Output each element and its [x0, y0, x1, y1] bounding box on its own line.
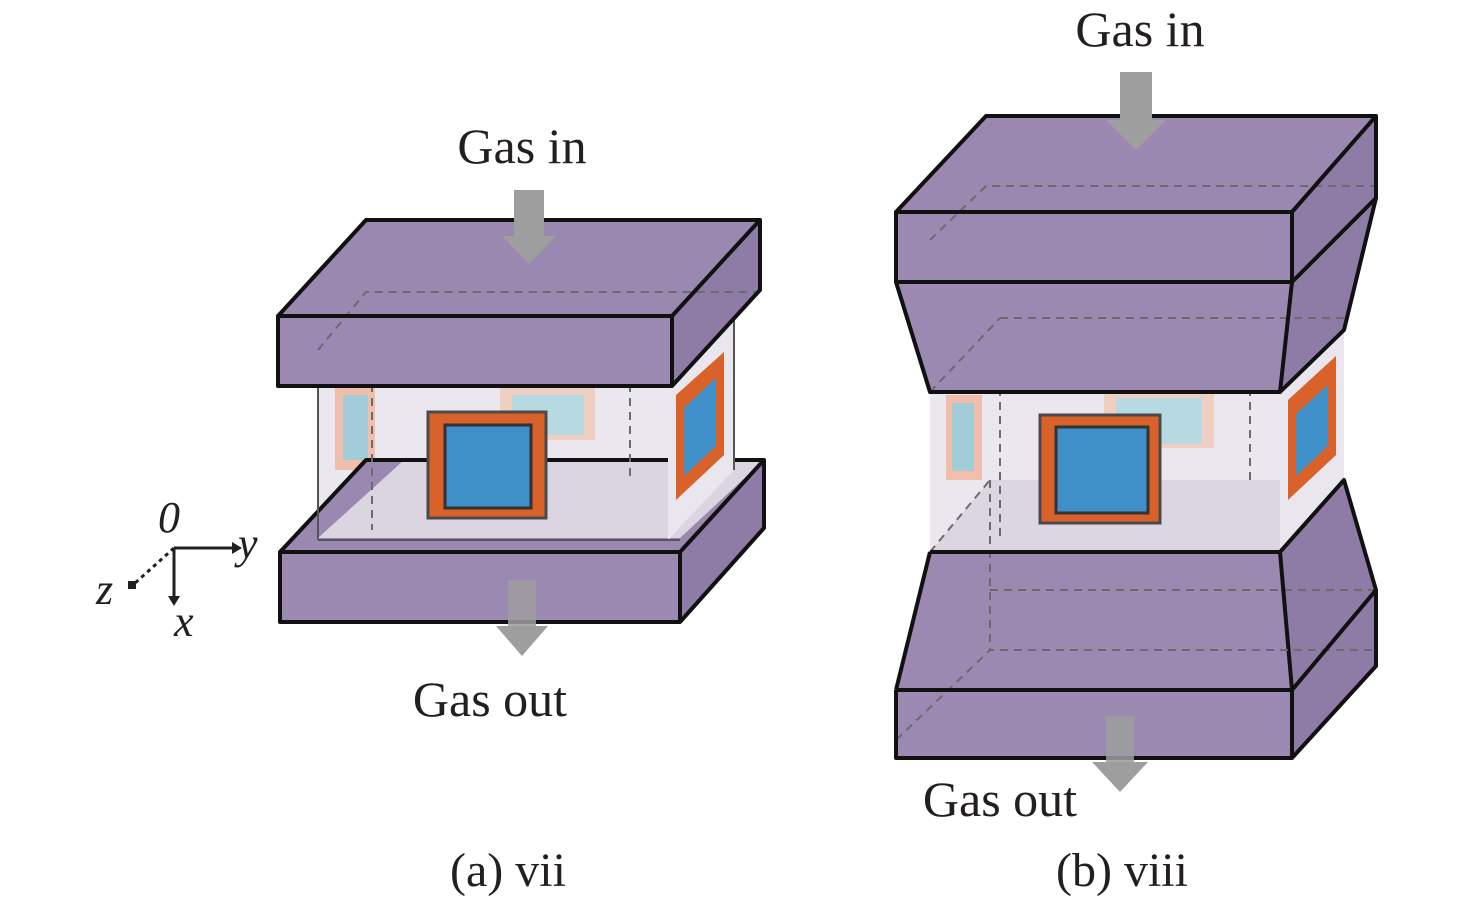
panel-a-gas-out-label: Gas out	[413, 671, 567, 727]
axes-indicator: 0 y z x	[95, 493, 258, 646]
right-sensor	[684, 378, 716, 476]
top-plate-edge	[670, 218, 762, 318]
panel-a-caption: (a) vii	[450, 844, 566, 897]
top-plate-hidden-edges	[317, 291, 760, 351]
panel-a-chamber	[276, 190, 766, 656]
gas-in-arrow	[502, 190, 556, 264]
lower-funnel-front	[896, 552, 1292, 690]
axis-z-label: z	[95, 565, 113, 614]
top-plate-top	[278, 220, 760, 316]
back-left-sensor	[952, 403, 974, 471]
panel-b-gas-in-label: Gas in	[1075, 1, 1204, 57]
top-plate-front	[896, 212, 1292, 282]
axis-y-label: y	[234, 519, 258, 568]
top-plate-edges	[276, 218, 762, 388]
top-plate-top	[896, 116, 1376, 212]
upper-funnel-front	[896, 282, 1292, 392]
bottom-plate-front	[896, 690, 1292, 758]
panel-a-gas-in-label: Gas in	[457, 118, 586, 174]
hidden-edge	[929, 479, 991, 553]
top-plate-edge	[1290, 114, 1378, 214]
lower-funnel-side	[1280, 480, 1376, 690]
bottom-plate-front	[280, 552, 680, 622]
bottom-plate-edge	[678, 458, 766, 554]
bottom-plate-hidden-edges	[895, 649, 1376, 741]
top-plate-side	[1292, 116, 1376, 282]
top-plate-edges	[894, 114, 1378, 284]
gas-out-arrow	[496, 580, 548, 656]
top-plate-hidden-edges	[929, 185, 1376, 241]
axis-origin-label: 0	[158, 493, 180, 542]
bottom-plate-side	[1292, 590, 1376, 758]
hidden-edge	[929, 317, 1001, 393]
panel-b-caption: (b) viii	[1056, 844, 1188, 897]
upper-funnel-edges	[894, 281, 1294, 394]
panel-b-gas-out-label: Gas out	[923, 771, 1077, 827]
lower-funnel-edge	[894, 551, 932, 691]
gas-in-arrow	[1106, 72, 1166, 150]
top-plate-front	[278, 316, 672, 386]
front-sensor	[1054, 425, 1150, 515]
right-sensor	[1296, 385, 1328, 476]
back-left-sensor	[343, 395, 368, 460]
gas-out-arrow	[1092, 716, 1148, 792]
upper-funnel-edge	[1278, 197, 1378, 394]
lower-funnel-edge	[1278, 478, 1378, 591]
top-plate-side	[672, 220, 760, 386]
front-sensor	[443, 423, 533, 510]
bottom-plate-side	[680, 460, 764, 622]
axis-x-label: x	[173, 597, 194, 646]
upper-funnel-side	[1280, 198, 1376, 392]
panel-b-chamber	[894, 72, 1378, 792]
